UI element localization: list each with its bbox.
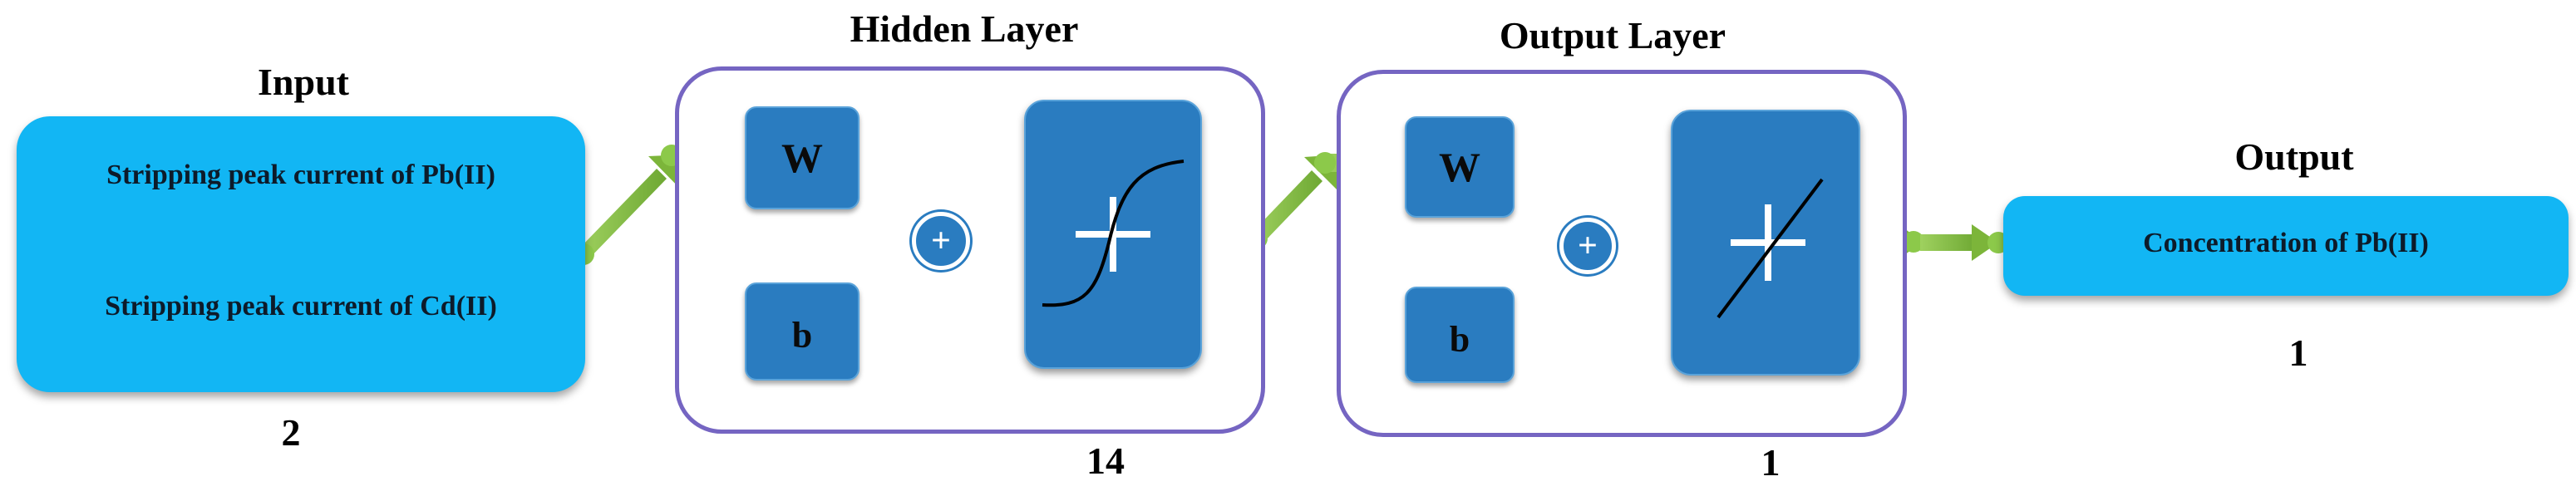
hidden-transfer-block: [1024, 100, 1202, 369]
output-layer-title: Output Layer: [1499, 14, 1726, 56]
hidden-sum-node: +: [912, 212, 970, 270]
output-box: Concentration of Pb(II): [2003, 196, 2569, 296]
linear-line-icon: [1717, 178, 1824, 319]
output-bias-block: b: [1405, 287, 1515, 383]
output-count: 1: [2288, 331, 2308, 374]
sigmoid-curve-icon: [1042, 160, 1185, 307]
input-box: Stripping peak current of Pb(II) Strippi…: [17, 116, 585, 392]
input-line-cd: Stripping peak current of Cd(II): [105, 291, 497, 322]
hidden-weight-block: W: [745, 106, 859, 209]
input-count: 2: [281, 411, 301, 454]
hidden-layer-title: Hidden Layer: [850, 7, 1079, 50]
output-sum-node: +: [1559, 218, 1616, 274]
output-title: Output: [2234, 135, 2354, 178]
output-transfer-block: [1671, 110, 1860, 376]
output-line: Concentration of Pb(II): [2143, 228, 2429, 258]
arrow-input-to-hidden: [573, 155, 687, 265]
hidden-bias-block: b: [745, 282, 859, 381]
hidden-layer-count: 14: [1086, 440, 1125, 482]
input-title: Input: [258, 61, 349, 103]
input-line-pb: Stripping peak current of Pb(II): [106, 160, 495, 190]
output-weight-block: W: [1405, 116, 1515, 218]
output-layer-count: 1: [1761, 441, 1781, 484]
